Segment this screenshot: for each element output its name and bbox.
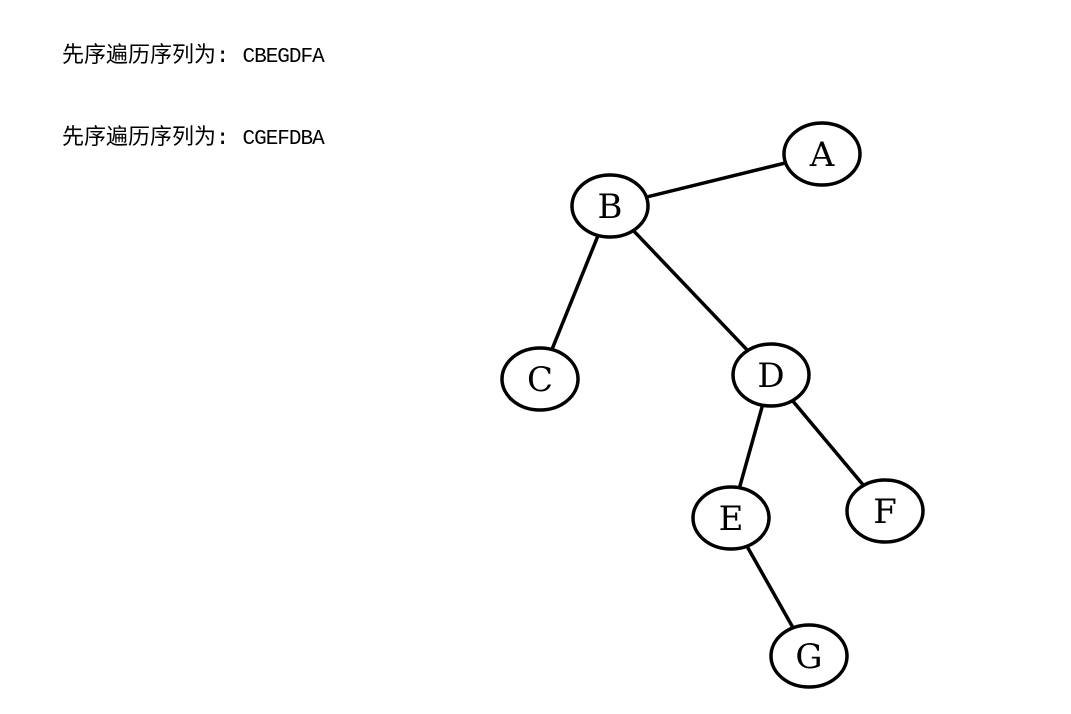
node-ellipse (500, 346, 580, 412)
node-label: B (598, 187, 623, 227)
traversal-label-2: 先序遍历序列为: (62, 125, 230, 150)
tree-nodes: A B C D E F G (500, 121, 925, 689)
node-ellipse (845, 478, 925, 544)
tree-node-f: F (845, 478, 925, 544)
tree-node-a: A (782, 121, 862, 187)
tree-node-g: G (769, 623, 849, 689)
tree-node-e: E (691, 485, 771, 551)
node-label: F (873, 492, 897, 532)
node-label: G (795, 637, 822, 677)
node-ellipse (769, 623, 849, 689)
node-label: A (809, 135, 835, 175)
node-label: D (757, 356, 784, 396)
edge-b-d (608, 204, 773, 377)
traversal-sequence-1: CBEGDFA (242, 46, 325, 69)
tree-node-b: B (570, 173, 650, 239)
node-label: C (527, 360, 553, 400)
tree-node-d: D (731, 342, 811, 408)
traversal-sequence-2: CGEFDBA (242, 128, 325, 151)
node-ellipse (570, 173, 650, 239)
traversal-line-2: 先序遍历序列为: CGEFDBA (62, 124, 325, 154)
traversal-label-1: 先序遍历序列为: (62, 43, 230, 68)
node-ellipse (782, 121, 862, 187)
node-label: E (719, 499, 744, 539)
node-ellipse (731, 342, 811, 408)
node-ellipse (691, 485, 771, 551)
tree-node-c: C (500, 346, 580, 412)
traversal-line-1: 先序遍历序列为: CBEGDFA (62, 42, 325, 72)
